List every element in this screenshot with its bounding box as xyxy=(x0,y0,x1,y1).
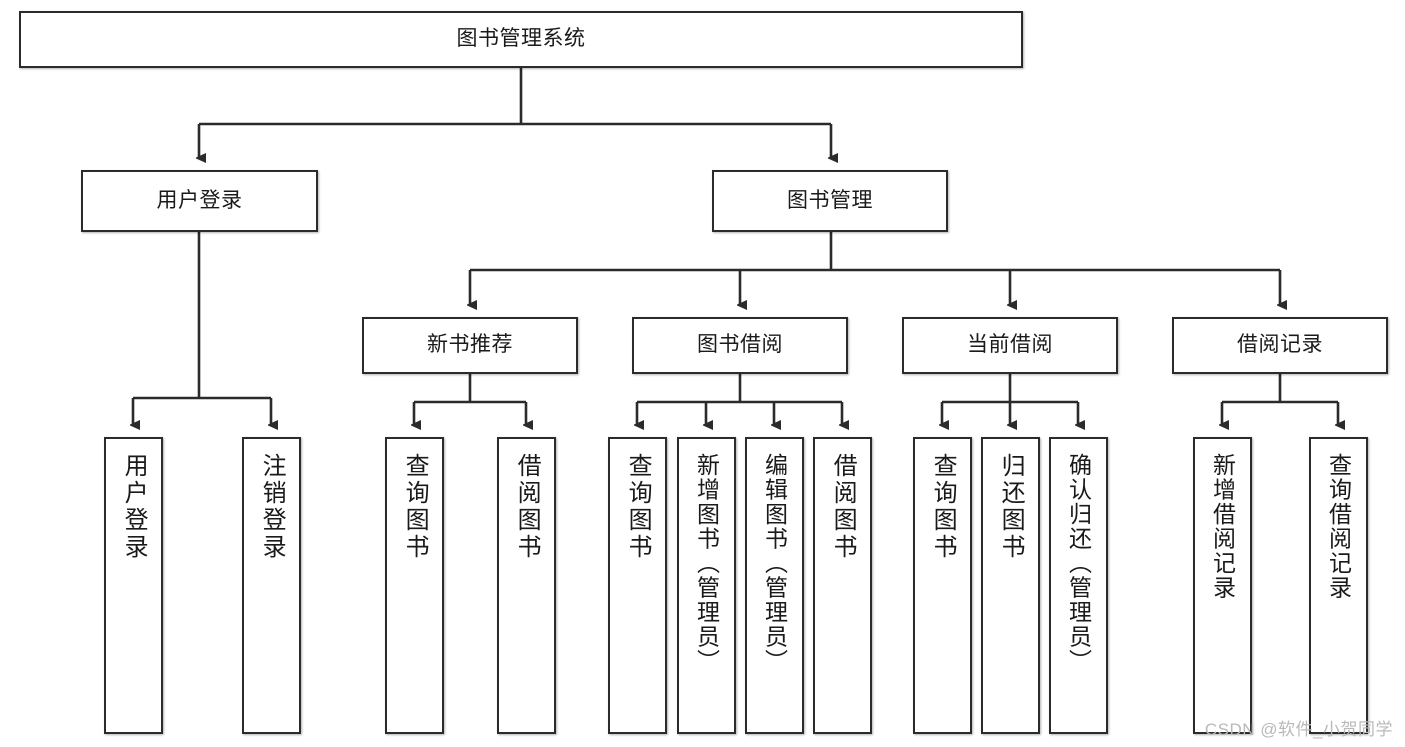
node-leaf-edit-book[interactable]: 编辑图书（管理员） xyxy=(745,437,804,734)
node-new-book-rec[interactable]: 新书推荐 xyxy=(362,317,578,374)
node-leaf-add-book-label: 新增图书（管理员） xyxy=(693,453,720,674)
node-leaf-query-book-1-label: 查询图书 xyxy=(401,453,429,561)
node-user-login[interactable]: 用户登录 xyxy=(81,170,318,232)
node-leaf-query-book-2[interactable]: 查询图书 xyxy=(608,437,667,734)
node-leaf-return-book[interactable]: 归还图书 xyxy=(981,437,1040,734)
node-leaf-user-logout[interactable]: 注销登录 xyxy=(242,437,301,734)
node-leaf-borrow-book-2[interactable]: 借阅图书 xyxy=(813,437,872,734)
node-book-borrow-label: 图书借阅 xyxy=(697,333,783,357)
node-leaf-user-login-label: 用户登录 xyxy=(120,453,148,561)
node-leaf-query-record[interactable]: 查询借阅记录 xyxy=(1309,437,1368,734)
csdn-watermark: CSDN @软件_小贺同学 xyxy=(1204,720,1393,739)
node-leaf-user-login[interactable]: 用户登录 xyxy=(104,437,163,734)
node-leaf-query-book-3[interactable]: 查询图书 xyxy=(913,437,972,734)
node-current-borrow[interactable]: 当前借阅 xyxy=(902,317,1118,374)
node-leaf-borrow-book-2-label: 借阅图书 xyxy=(829,453,857,561)
node-new-book-rec-label: 新书推荐 xyxy=(427,333,513,357)
node-leaf-user-logout-label: 注销登录 xyxy=(258,453,286,561)
node-leaf-add-record[interactable]: 新增借阅记录 xyxy=(1193,437,1252,734)
node-borrow-record[interactable]: 借阅记录 xyxy=(1172,317,1388,374)
node-leaf-borrow-book-1[interactable]: 借阅图书 xyxy=(497,437,556,734)
node-leaf-confirm-return-label: 确认归还（管理员） xyxy=(1065,453,1092,674)
node-leaf-borrow-book-1-label: 借阅图书 xyxy=(513,453,541,561)
node-borrow-record-label: 借阅记录 xyxy=(1237,333,1323,357)
node-root-system[interactable]: 图书管理系统 xyxy=(19,11,1023,68)
node-root-system-label: 图书管理系统 xyxy=(456,27,586,51)
node-leaf-query-book-1[interactable]: 查询图书 xyxy=(385,437,444,734)
node-leaf-query-book-3-label: 查询图书 xyxy=(929,453,957,561)
node-current-borrow-label: 当前借阅 xyxy=(967,333,1053,357)
node-book-manage[interactable]: 图书管理 xyxy=(712,170,948,232)
node-leaf-add-record-label: 新增借阅记录 xyxy=(1209,453,1236,600)
node-user-login-label: 用户登录 xyxy=(156,188,243,212)
node-leaf-edit-book-label: 编辑图书（管理员） xyxy=(761,453,788,674)
node-leaf-query-record-label: 查询借阅记录 xyxy=(1325,453,1352,600)
node-leaf-query-book-2-label: 查询图书 xyxy=(624,453,652,561)
node-leaf-return-book-label: 归还图书 xyxy=(997,453,1025,561)
node-book-borrow[interactable]: 图书借阅 xyxy=(632,317,848,374)
node-leaf-confirm-return[interactable]: 确认归还（管理员） xyxy=(1049,437,1108,734)
node-book-manage-label: 图书管理 xyxy=(787,188,873,212)
node-leaf-add-book[interactable]: 新增图书（管理员） xyxy=(677,437,736,734)
